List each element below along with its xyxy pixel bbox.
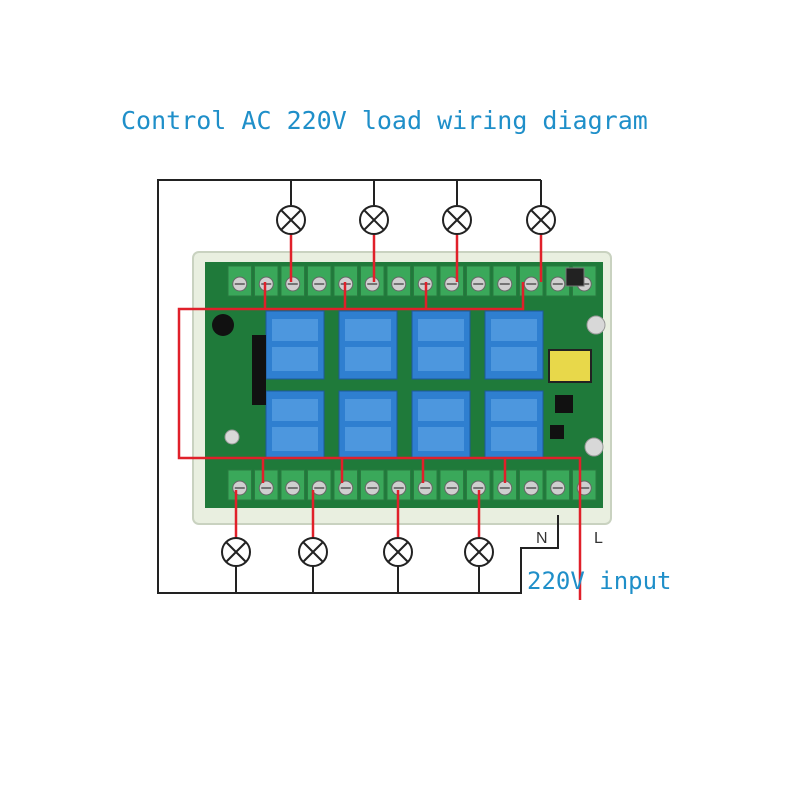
terminal — [360, 469, 385, 501]
top-lamps — [276, 205, 556, 235]
lamp-icon — [359, 205, 389, 235]
chip — [555, 395, 573, 413]
diagram-title: Control AC 220V load wiring diagram — [121, 106, 648, 135]
neutral-label: N — [536, 530, 548, 547]
terminal — [307, 265, 332, 297]
chip — [550, 425, 564, 439]
relay — [338, 310, 398, 380]
lamp-icon — [526, 205, 556, 235]
relay — [484, 310, 544, 380]
capacitor — [586, 315, 606, 335]
bottom-lamps — [221, 537, 494, 567]
lamp-icon — [298, 537, 328, 567]
lamp-icon — [276, 205, 306, 235]
terminal — [492, 265, 517, 297]
terminal — [413, 469, 438, 501]
relay — [484, 390, 544, 460]
terminal — [386, 469, 411, 501]
buzzer — [212, 314, 234, 336]
capacitor — [584, 437, 604, 457]
relay — [411, 390, 471, 460]
module-header — [252, 335, 266, 405]
terminal — [227, 469, 252, 501]
lamp-icon — [464, 537, 494, 567]
relay-array — [265, 310, 544, 460]
input-label: 220V input — [527, 567, 672, 595]
relay — [265, 390, 325, 460]
terminal — [572, 469, 597, 501]
live-label: L — [594, 530, 603, 547]
terminal — [360, 265, 385, 297]
terminal — [280, 469, 305, 501]
terminal — [280, 265, 305, 297]
neutral-wiring — [157, 179, 559, 594]
terminal — [519, 265, 544, 297]
terminal — [439, 469, 464, 501]
terminal — [333, 469, 358, 501]
relay — [411, 310, 471, 380]
terminal — [545, 469, 570, 501]
terminal — [545, 265, 570, 297]
transformer — [548, 349, 592, 383]
terminal — [439, 265, 464, 297]
capacitor — [224, 429, 240, 445]
terminal — [307, 469, 332, 501]
terminal — [386, 265, 411, 297]
relay — [265, 310, 325, 380]
terminal — [519, 469, 544, 501]
live-wiring — [177, 234, 582, 600]
terminal — [492, 469, 517, 501]
lamp-icon — [442, 205, 472, 235]
terminal — [227, 265, 252, 297]
lamp-icon — [221, 537, 251, 567]
terminal — [466, 265, 491, 297]
relay — [338, 390, 398, 460]
push-button — [565, 267, 585, 287]
lamp-icon — [383, 537, 413, 567]
terminal — [254, 469, 279, 501]
pcb-board — [205, 262, 603, 508]
